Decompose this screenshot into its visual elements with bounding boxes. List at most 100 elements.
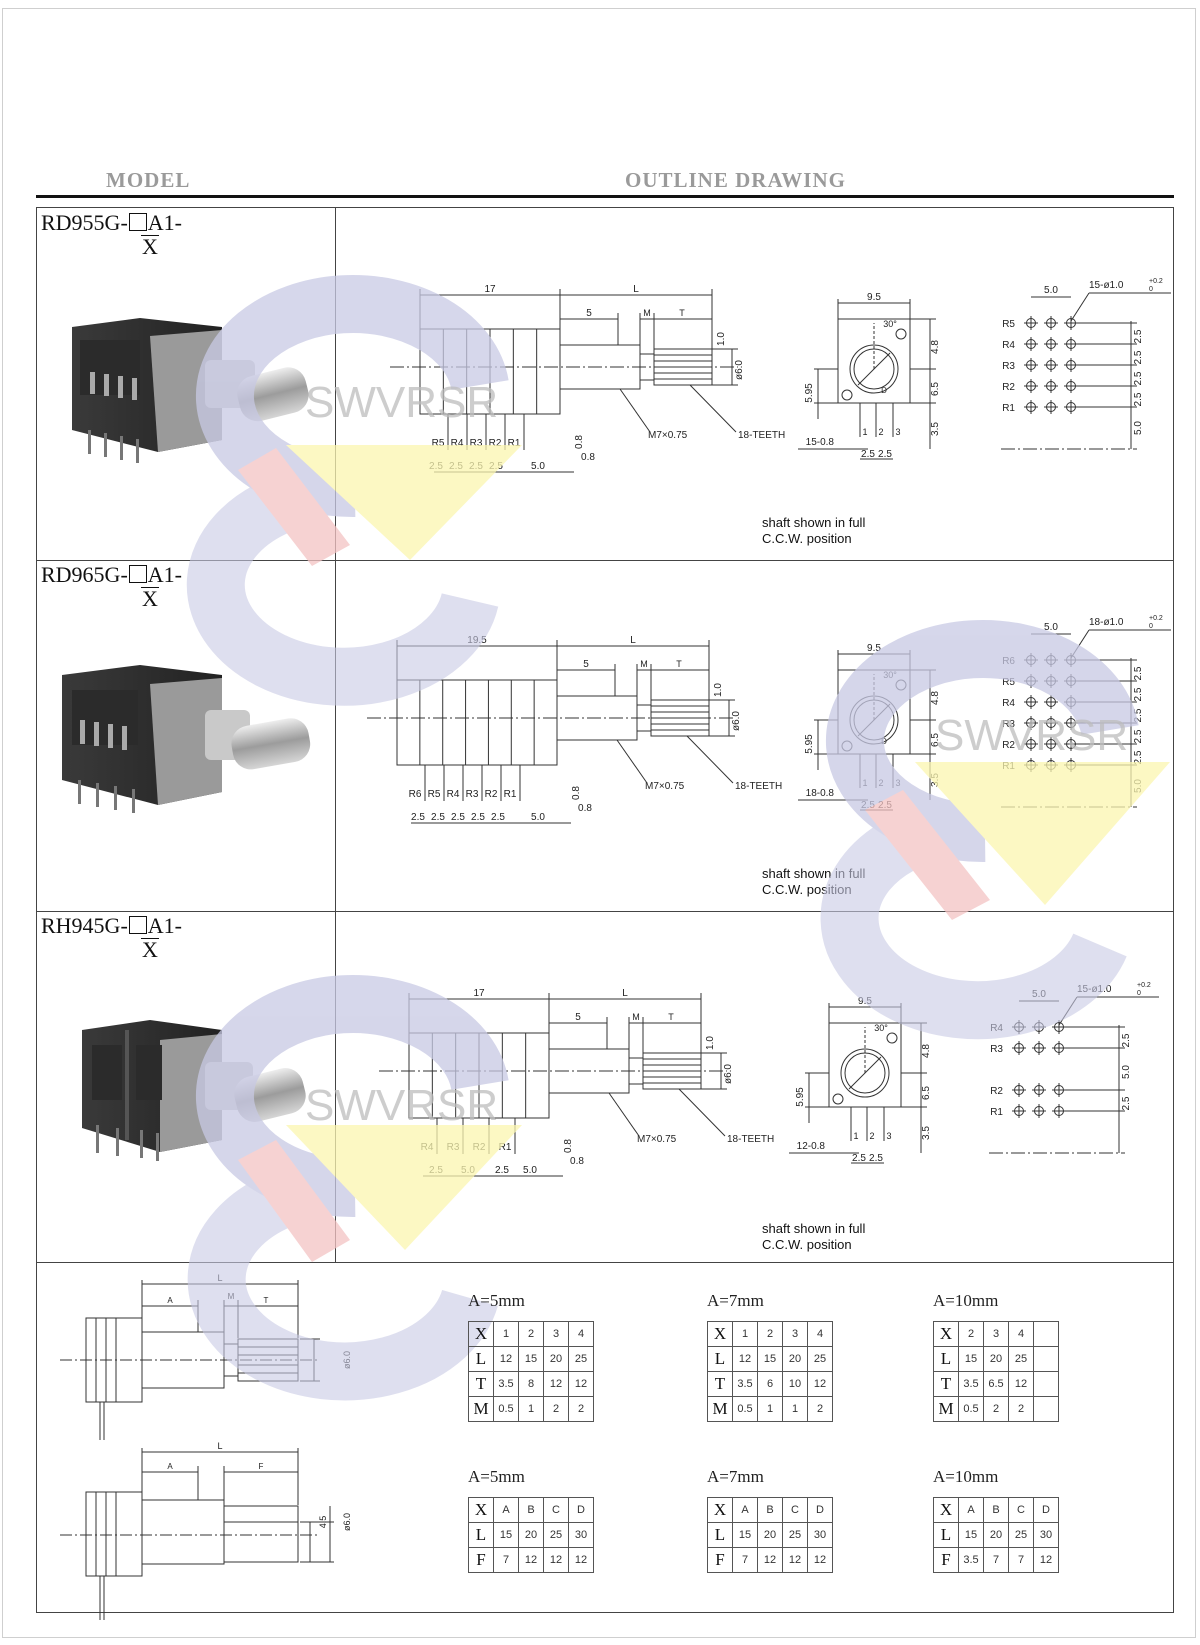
- page-frame: [2, 8, 1196, 1638]
- table-cell: 0.5: [493, 1396, 519, 1422]
- table-cell: 30: [568, 1522, 594, 1548]
- dimension-label: 2.5: [1133, 687, 1144, 701]
- row-header: T: [468, 1371, 494, 1397]
- table-cell: 0.5: [732, 1396, 758, 1422]
- mount-hole: [886, 1032, 898, 1044]
- dimension-label: 9.5: [867, 643, 881, 654]
- dimension-label: R4: [1002, 698, 1015, 709]
- dimension-label: R5: [428, 789, 441, 800]
- table-cell: [1033, 1371, 1059, 1397]
- table-cell: B: [983, 1497, 1009, 1523]
- dimension-label: 5.95: [804, 734, 815, 754]
- dimension-label: R2: [990, 1086, 1003, 1097]
- model-variant-x: X: [141, 937, 159, 962]
- dimension-label: 2.5: [1121, 1096, 1132, 1110]
- row-header: M: [707, 1396, 733, 1422]
- dimension-label: 15-ø1.0: [1089, 280, 1124, 291]
- dimension-label: 2.5: [1133, 708, 1144, 722]
- table-cell: 2: [807, 1396, 833, 1422]
- row-header: M: [933, 1396, 959, 1422]
- table-cell: 1: [518, 1396, 544, 1422]
- drawing-rect: [837, 318, 911, 404]
- dimension-label: R5: [1002, 319, 1015, 330]
- table-cell: 20: [543, 1346, 569, 1372]
- drawing-line: [616, 739, 648, 784]
- watermark-text: SWVRSR: [935, 711, 1128, 760]
- table-cell: 7: [983, 1547, 1009, 1573]
- dimension-label: L: [217, 1441, 222, 1451]
- table-cell: 12: [543, 1371, 569, 1397]
- row-header: T: [707, 1371, 733, 1397]
- table-cell: C: [543, 1497, 569, 1523]
- mount-hole: [895, 328, 907, 340]
- model-label-rd955g: RD955G-A1-: [41, 211, 182, 235]
- table-cell: 15: [958, 1522, 984, 1548]
- dimension-label: 18-0.8: [806, 788, 835, 799]
- table-cell: 12: [493, 1346, 519, 1372]
- table-cell: 1: [732, 1321, 758, 1347]
- dimension-label: 0: [1137, 990, 1141, 997]
- table-cell: A: [958, 1497, 984, 1523]
- dimension-label: M7×0.75: [637, 1134, 677, 1145]
- dimension-label: M: [632, 1012, 640, 1022]
- note-line: C.C.W. position: [762, 531, 852, 546]
- column-divider: [335, 208, 336, 1262]
- dimension-label: D: [881, 737, 887, 746]
- dimension-label: 2.5: [1133, 329, 1144, 343]
- mounting-hole-icon: [1044, 316, 1058, 330]
- dimension-label: R1: [508, 438, 521, 449]
- dimension-label: L: [622, 988, 628, 999]
- table-cell: [1033, 1396, 1059, 1422]
- note-line: shaft shown in full: [762, 1221, 866, 1236]
- dimension-label: R5: [432, 438, 445, 449]
- table-cell: 12: [568, 1547, 594, 1573]
- dimension-label: 2.5: [1121, 1033, 1132, 1047]
- dimension-label: R3: [1002, 719, 1015, 730]
- mounting-hole-icon: [1024, 400, 1038, 414]
- table-cell: 3: [983, 1321, 1009, 1347]
- option-box: [128, 213, 147, 231]
- table-cell: D: [568, 1497, 594, 1523]
- dimension-label: R1: [1002, 403, 1015, 414]
- dimension-label: 2.5: [1133, 350, 1144, 364]
- table-cell: C: [1008, 1497, 1034, 1523]
- dimension-label: T: [668, 1012, 674, 1022]
- spec-table-title: A=5mm: [468, 1291, 525, 1310]
- dimension-label: 6.5: [921, 1086, 932, 1100]
- model-prefix: RH945G-: [41, 913, 128, 938]
- dimension-label: R1: [990, 1107, 1003, 1118]
- table-cell: 15: [493, 1522, 519, 1548]
- mounting-hole-icon: [1024, 737, 1038, 751]
- dimension-label: 4.8: [930, 340, 941, 354]
- mounting-hole-icon: [1044, 379, 1058, 393]
- note-line: C.C.W. position: [762, 1237, 852, 1252]
- dimension-label: A: [167, 1296, 173, 1305]
- model-variant-x: X: [141, 234, 159, 259]
- dimension-label: 0: [1149, 286, 1153, 293]
- watermark-logo: [186, 275, 522, 706]
- table-cell: 12: [782, 1547, 808, 1573]
- dimension-label: 2.5: [431, 812, 445, 823]
- table-cell: 12: [1008, 1371, 1034, 1397]
- column-header-model: MODEL: [106, 168, 191, 192]
- mounting-hole-icon: [1044, 337, 1058, 351]
- dimension-label: 3.5: [930, 422, 941, 436]
- dimension-label: 2.5: [1133, 750, 1144, 764]
- table-cell: 3.5: [958, 1547, 984, 1573]
- dimension-label: A: [167, 1462, 173, 1471]
- dimension-label: 6.5: [930, 733, 941, 747]
- table-cell: 4: [568, 1321, 594, 1347]
- row-header: X: [933, 1321, 959, 1347]
